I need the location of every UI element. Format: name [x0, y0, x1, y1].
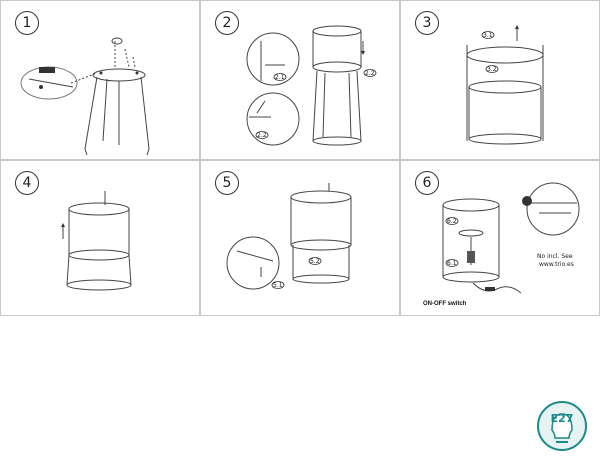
- step-2-illustration: 2.1 2.2 2.2: [246, 25, 377, 146]
- step-4-illustration: [61, 191, 132, 291]
- assembly-steps-grid: 1 2: [0, 0, 600, 316]
- step-panel-6: 6 6.2 6.1 No incl. See www.trio: [400, 160, 600, 316]
- e27-badge: E27: [536, 400, 588, 452]
- callout-6-1: 6.1: [447, 260, 457, 267]
- callout-5-1: 5.1: [273, 282, 283, 289]
- not-included-note: No incl. See: [537, 253, 573, 260]
- callout-3-2: 3.2: [487, 66, 497, 73]
- callout-3-1: 3.1: [483, 32, 493, 39]
- step-3-illustration: 3.1 3.2: [466, 25, 544, 145]
- callout-2-1: 2.1: [275, 74, 285, 81]
- callout-2-2: 2.2: [365, 70, 375, 77]
- step-number-6: 6: [415, 171, 439, 195]
- step-panel-3: 3 3.1 3.2: [400, 0, 600, 160]
- step-6-illustration: 6.2 6.1: [442, 182, 580, 294]
- step-panel-5: 5 5.2 5.1: [200, 160, 400, 316]
- website-note: www.trio.es: [539, 261, 574, 268]
- callout-2-2-lower: 2.2: [257, 132, 267, 139]
- step-panel-1: 1: [0, 0, 200, 160]
- step-1-illustration: [20, 37, 150, 156]
- step-5-illustration: 5.2 5.1: [226, 183, 352, 290]
- callout-5-2: 5.2: [310, 258, 320, 265]
- on-off-switch-label: ON-OFF switch: [423, 301, 467, 307]
- step-number-3: 3: [415, 11, 439, 35]
- step-panel-4: 4: [0, 160, 200, 316]
- step-number-2: 2: [215, 11, 239, 35]
- step-panel-2: 2 2.1: [200, 0, 400, 160]
- step-number-4: 4: [15, 171, 39, 195]
- badge-label: E27: [550, 412, 574, 425]
- bulb-icon: [537, 401, 587, 451]
- step-number-1: 1: [15, 11, 39, 35]
- step-number-5: 5: [215, 171, 239, 195]
- callout-6-2: 6.2: [447, 218, 457, 225]
